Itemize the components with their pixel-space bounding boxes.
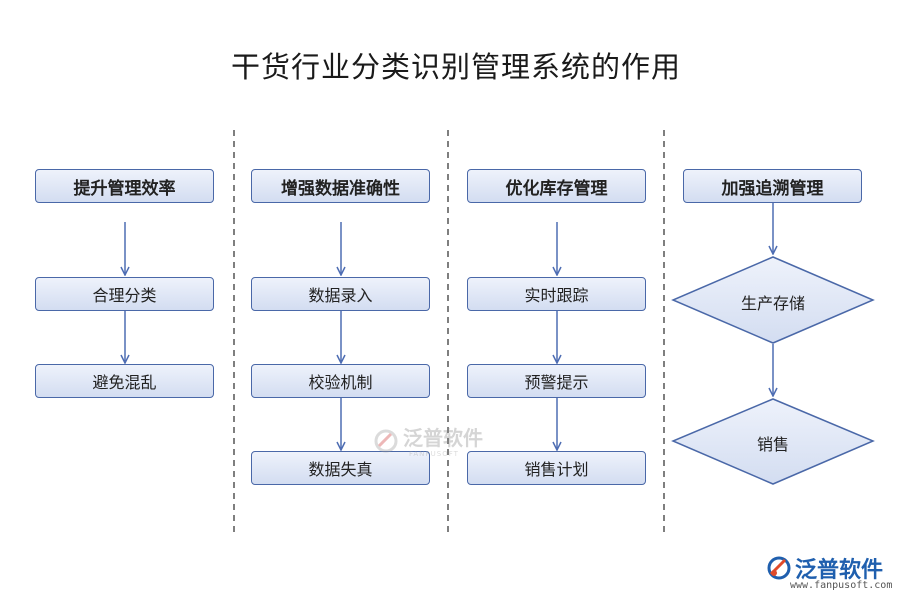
brand-logo-icon <box>767 556 791 580</box>
step-data-entry: 数据录入 <box>251 277 430 311</box>
diamond-label-sales: 销售 <box>756 435 789 454</box>
brand-logo-text: 泛普软件 <box>795 558 884 583</box>
header-enhance-accuracy: 增强数据准确性 <box>251 169 430 203</box>
header-traceability: 加强追溯管理 <box>683 169 862 203</box>
watermark: 泛普软件 FANPUSOFT <box>373 426 483 458</box>
watermark-text: 泛普软件 <box>403 426 483 450</box>
watermark-subtext: FANPUSOFT <box>409 450 459 458</box>
step-real-time-tracking: 实时跟踪 <box>467 277 646 311</box>
decision-diamond-sales <box>671 398 875 485</box>
step-avoid-confusion: 避免混乱 <box>35 364 214 398</box>
watermark-logo-icon <box>374 429 398 453</box>
step-data-distortion: 数据失真 <box>251 451 430 485</box>
header-optimize-inventory: 优化库存管理 <box>467 169 646 203</box>
diamond-label-production-storage: 生产存储 <box>740 294 805 313</box>
step-warning-alert: 预警提示 <box>467 364 646 398</box>
step-reasonable-classification: 合理分类 <box>35 277 214 311</box>
header-improve-efficiency: 提升管理效率 <box>35 169 214 203</box>
brand-url: www.fanpusoft.com <box>790 580 893 591</box>
decision-diamond-production-storage <box>671 256 875 344</box>
diagram-title: 干货行业分类识别管理系统的作用 <box>230 50 681 84</box>
step-verification: 校验机制 <box>251 364 430 398</box>
step-sales-plan: 销售计划 <box>467 451 646 485</box>
brand-logo: 泛普软件 <box>766 552 883 584</box>
